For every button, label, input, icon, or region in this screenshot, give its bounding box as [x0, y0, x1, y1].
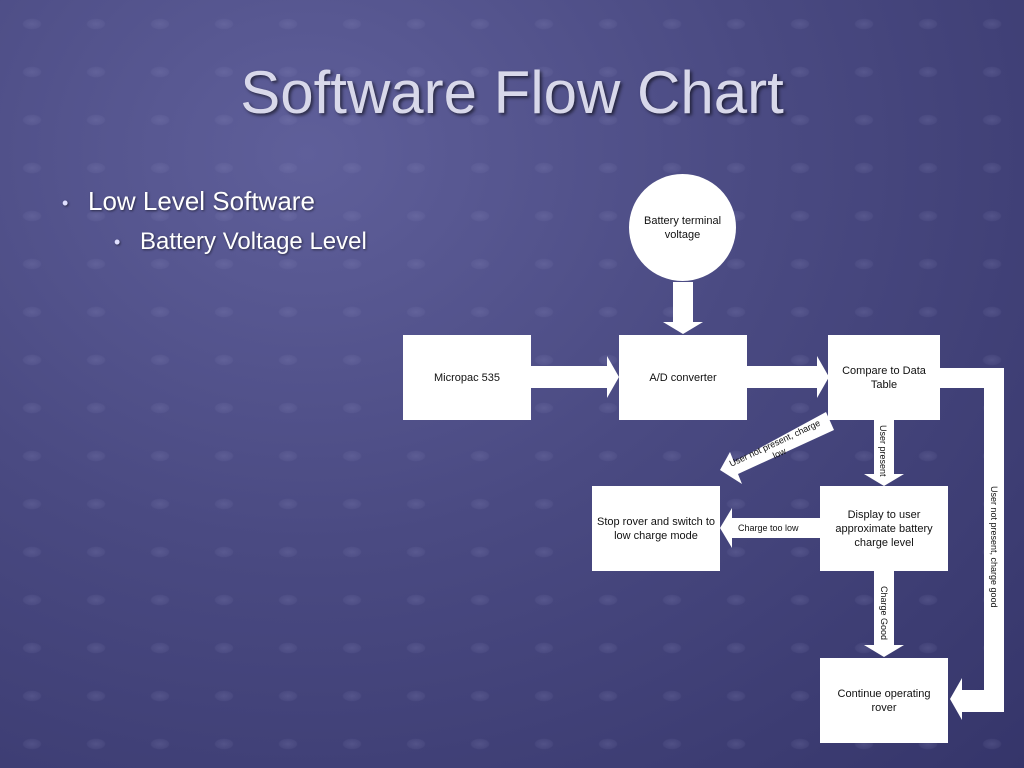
arrow-adc-to-compare	[747, 356, 829, 398]
arrow-display-to-stop	[720, 508, 820, 548]
edge-label-charge-good: Charge Good	[879, 586, 889, 640]
bullet-text: Low Level Software	[88, 186, 315, 216]
arrow-compare-to-display	[864, 420, 904, 486]
node-ad-converter: A/D converter	[619, 335, 747, 420]
node-stop-rover: Stop rover and switch to low charge mode	[592, 486, 720, 571]
bullet-low-level-software: • Low Level Software	[62, 186, 315, 217]
node-display-to-user: Display to user approximate battery char…	[820, 486, 948, 571]
edge-label-user-not-present-good: User not present, charge good	[989, 486, 999, 608]
arrow-compare-to-stop	[720, 412, 834, 484]
node-micropac: Micropac 535	[403, 335, 531, 420]
node-compare-to-data-table: Compare to Data Table	[828, 335, 940, 420]
arrow-battery-to-adc	[663, 282, 703, 334]
bullet-icon: •	[62, 192, 69, 213]
arrow-compare-to-continue	[940, 368, 1004, 720]
slide-title: Software Flow Chart	[240, 59, 784, 126]
node-continue-operating-rover: Continue operating rover	[820, 658, 948, 743]
arrow-micropac-to-adc	[531, 356, 619, 398]
arrow-display-to-continue	[864, 571, 904, 657]
edge-label-user-present: User present	[878, 425, 888, 477]
edge-label-charge-too-low: Charge too low	[738, 523, 799, 533]
bullet-icon: •	[114, 232, 121, 253]
bullet-battery-voltage-level: • Battery Voltage Level	[114, 228, 367, 256]
node-battery-terminal-voltage: Battery terminal voltage	[629, 174, 736, 281]
bullet-text: Battery Voltage Level	[140, 228, 367, 255]
